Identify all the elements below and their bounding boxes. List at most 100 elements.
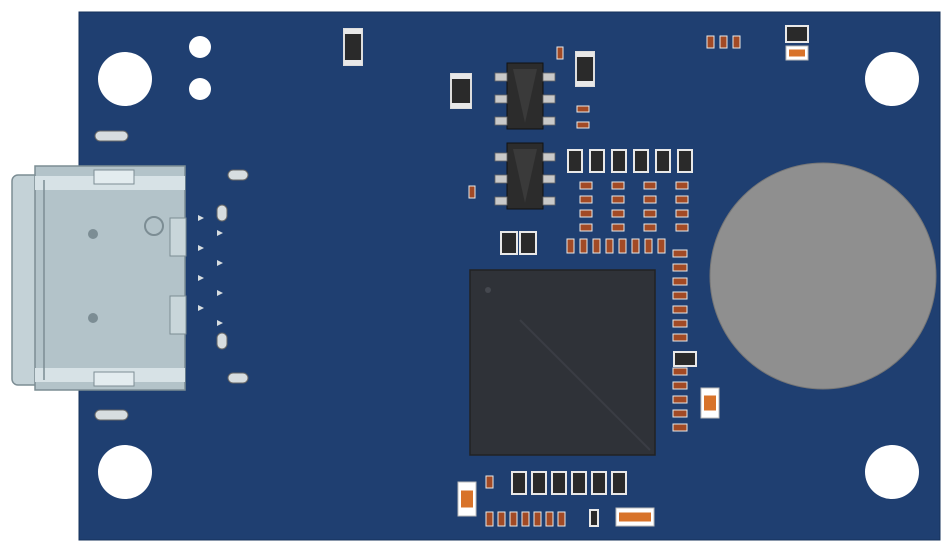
resistor — [657, 238, 666, 254]
capacitor — [655, 149, 671, 173]
usb-pin — [217, 230, 223, 236]
resistor — [611, 223, 625, 232]
resistor — [672, 381, 688, 390]
capacitor — [500, 231, 518, 255]
resistor — [643, 223, 657, 232]
soic-marking — [513, 69, 537, 123]
resistor — [509, 511, 518, 527]
resistor — [611, 195, 625, 204]
capacitor — [571, 471, 587, 495]
resistor — [643, 195, 657, 204]
resistor — [576, 105, 590, 113]
slot-pad — [94, 130, 129, 142]
resistor — [672, 319, 688, 328]
resistor — [643, 181, 657, 190]
resistor — [675, 181, 689, 190]
resistor — [675, 223, 689, 232]
resistor — [485, 511, 494, 527]
resistor — [672, 367, 688, 376]
led-die — [461, 490, 473, 508]
soic-pin — [494, 72, 508, 82]
capacitor — [591, 471, 607, 495]
resistor — [672, 395, 688, 404]
small-drill-hole — [189, 36, 211, 58]
soic-pin — [542, 196, 556, 206]
led-die — [619, 512, 651, 522]
capacitor — [575, 51, 595, 87]
capacitor — [519, 231, 537, 255]
resistor — [672, 291, 688, 300]
usb-pin — [217, 320, 223, 326]
soic-pin — [542, 174, 556, 184]
resistor — [672, 333, 688, 342]
soic-ic — [494, 142, 556, 210]
soic-pin — [542, 94, 556, 104]
resistor — [557, 511, 566, 527]
resistor — [672, 423, 688, 432]
soic-ic — [494, 62, 556, 130]
mounting-hole — [865, 52, 919, 106]
soic-pin — [494, 116, 508, 126]
resistor — [672, 305, 688, 314]
usb-pin — [198, 275, 204, 281]
resistor — [579, 238, 588, 254]
usb-pin — [217, 290, 223, 296]
resistor — [644, 238, 653, 254]
resistor — [576, 121, 590, 129]
smd-components — [457, 25, 809, 527]
usb-pin — [198, 215, 204, 221]
usb-pin — [217, 260, 223, 266]
resistor — [672, 263, 688, 272]
soic-pin — [542, 152, 556, 162]
resistor — [732, 35, 741, 49]
resistor — [706, 35, 715, 49]
resistor — [485, 475, 494, 489]
soic-pin — [494, 152, 508, 162]
slot-pad — [216, 204, 228, 222]
capacitor — [677, 149, 693, 173]
soic-marking — [513, 149, 537, 203]
resistor — [556, 46, 564, 60]
slot-pad — [216, 332, 228, 350]
capacitor — [589, 509, 599, 527]
capacitor — [531, 471, 547, 495]
soic-pin — [494, 174, 508, 184]
resistor — [592, 238, 601, 254]
resistor — [497, 511, 506, 527]
slot-pad — [227, 169, 249, 181]
led-die — [789, 49, 805, 57]
resistor — [521, 511, 530, 527]
capacitor — [567, 149, 583, 173]
capacitor — [785, 25, 809, 43]
resistor — [618, 238, 627, 254]
capacitor — [673, 351, 697, 367]
resistor — [605, 238, 614, 254]
usb-pin-row — [198, 215, 223, 326]
coin-cell-battery-icon — [709, 162, 937, 390]
slot-pad — [227, 372, 249, 384]
usb-c-connector-icon — [11, 165, 187, 391]
usb-pin — [198, 305, 204, 311]
mounting-hole — [865, 445, 919, 499]
resistor — [675, 195, 689, 204]
soic-pin — [542, 116, 556, 126]
slot-pad — [94, 409, 129, 421]
resistor — [631, 238, 640, 254]
usb-pin — [198, 245, 204, 251]
mounting-hole — [98, 52, 152, 106]
qfn-chip-icon — [469, 269, 656, 456]
resistor — [611, 181, 625, 190]
resistor — [579, 181, 593, 190]
capacitor — [343, 28, 363, 66]
resistor — [579, 195, 593, 204]
soic-pin — [494, 94, 508, 104]
resistor — [579, 223, 593, 232]
resistor — [545, 511, 554, 527]
capacitor — [633, 149, 649, 173]
resistor — [672, 277, 688, 286]
resistor — [672, 409, 688, 418]
capacitor — [551, 471, 567, 495]
resistor — [643, 209, 657, 218]
